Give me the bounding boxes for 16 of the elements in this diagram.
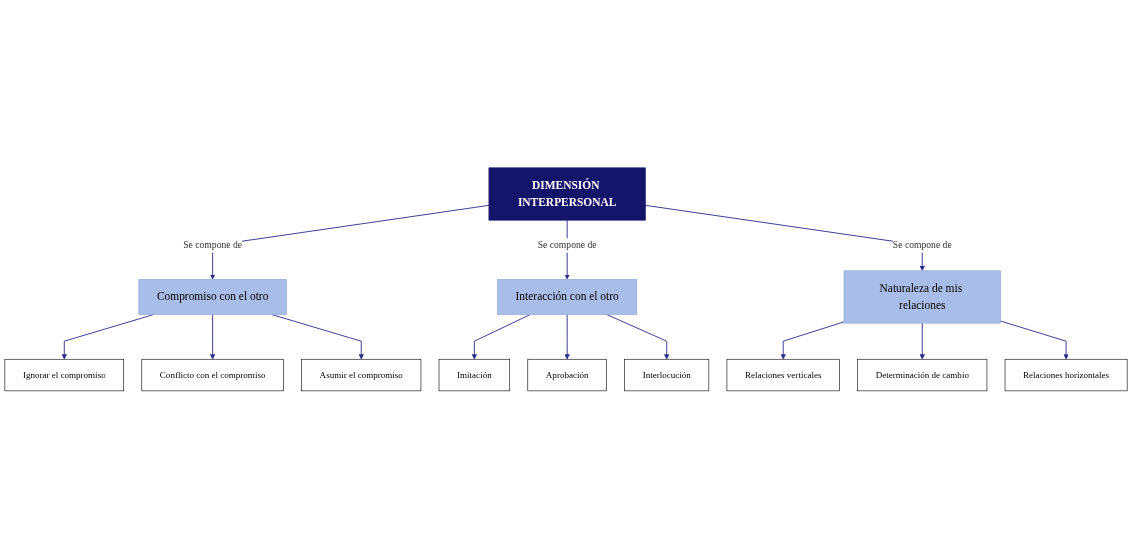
node-box: Imitación (438, 358, 511, 391)
node-box: Determinación de cambio (857, 358, 988, 391)
node-box: Asumir el compromiso (301, 358, 422, 391)
node-box: Compromiso con el otro (138, 278, 287, 315)
edge-label: Se compone de (183, 239, 243, 250)
node-box: Naturaleza de mis relaciones (843, 270, 1001, 324)
node-box: Aprobación (527, 358, 607, 391)
node-box: Conflicto con el compromiso (141, 358, 284, 391)
edge-label: Se compone de (892, 239, 952, 250)
node-box: Interacción con el otro (497, 278, 638, 315)
node-box: Relaciones horizontales (1004, 358, 1128, 391)
edge-label: Se compone de (537, 239, 597, 250)
node-box: Interlocución (624, 358, 710, 391)
node-box: Ignorar el compromiso (4, 358, 125, 391)
node-box: DIMENSIÓN INTERPERSONAL (488, 167, 646, 221)
node-box: Relaciones verticales (726, 358, 840, 391)
